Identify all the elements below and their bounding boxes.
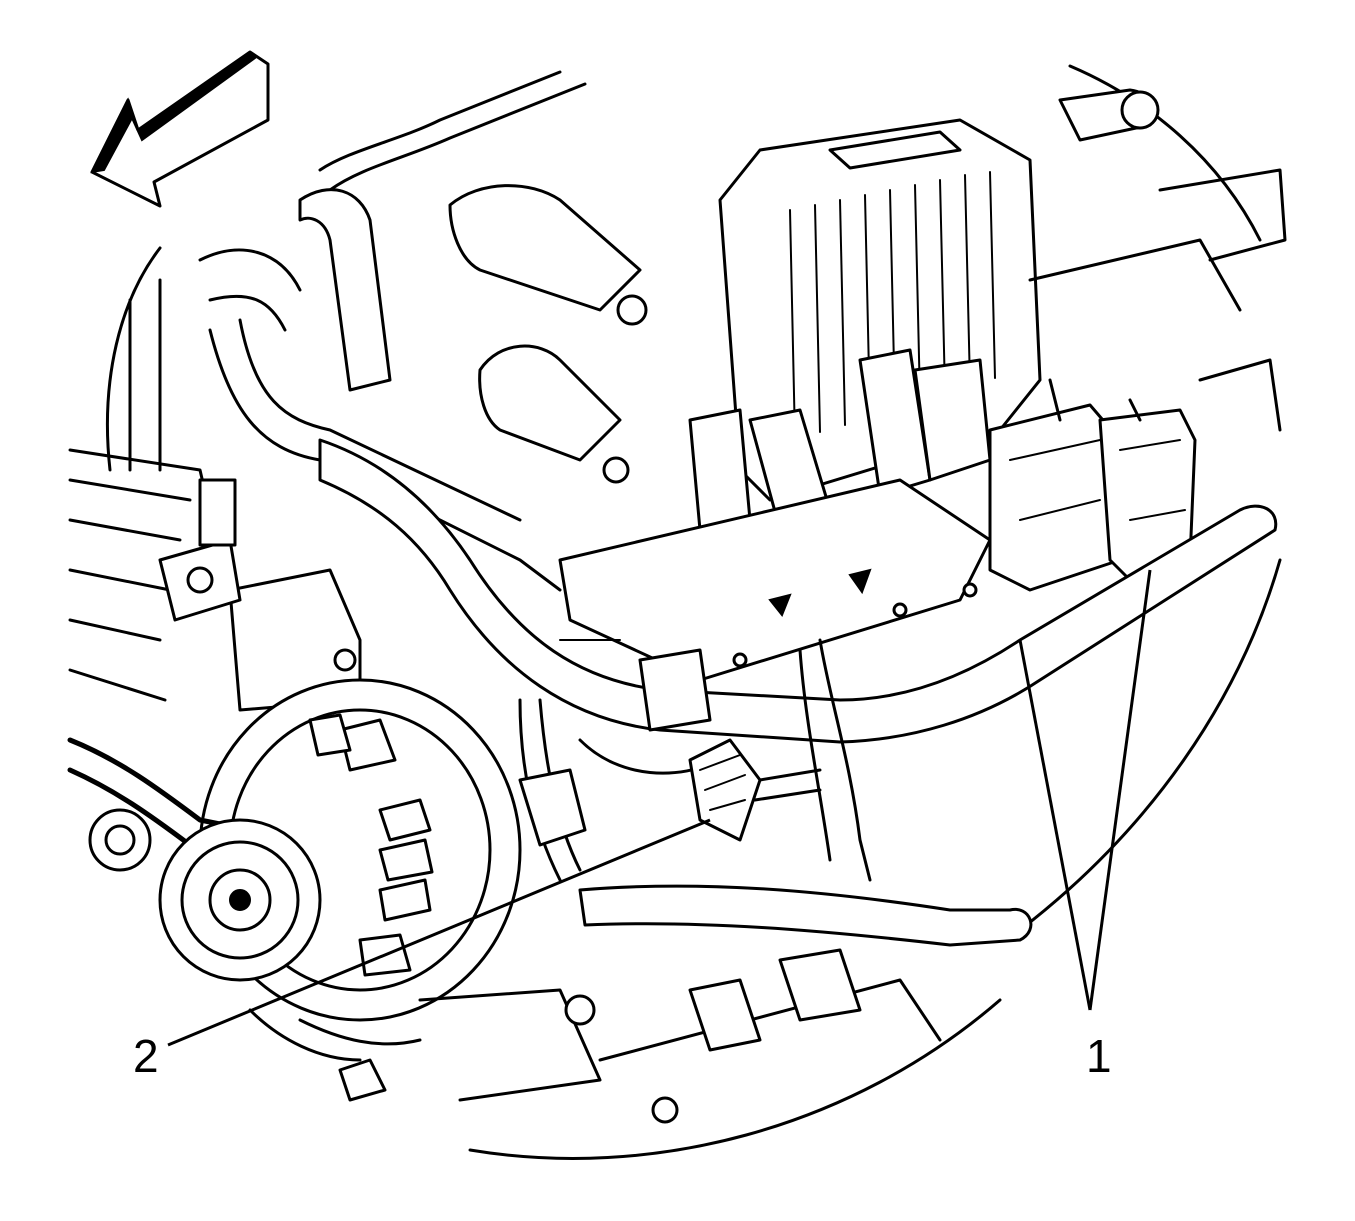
ecm-harness-connectors bbox=[988, 378, 1197, 592]
lower-engine-area bbox=[248, 948, 942, 1124]
ecm-bracket bbox=[558, 478, 992, 682]
pulley-and-belt bbox=[67, 737, 322, 982]
engine-control-module bbox=[688, 118, 1042, 532]
generator-connector bbox=[688, 738, 822, 842]
callout-1-leaders bbox=[1018, 569, 1152, 1011]
intake-duct bbox=[448, 184, 648, 484]
right-engine-parts bbox=[1028, 88, 1287, 432]
main-wiring-harness bbox=[318, 438, 1278, 775]
engine-block-left bbox=[68, 448, 242, 702]
front-arrow-icon bbox=[90, 50, 270, 208]
callout-2-label: 2 bbox=[133, 1030, 159, 1082]
callout-1-label: 1 bbox=[1086, 1030, 1112, 1082]
lower-harness-branches bbox=[518, 638, 1033, 947]
upper-hoses bbox=[128, 70, 587, 592]
cutaway-boundary bbox=[105, 64, 1282, 1160]
callout-2-leader bbox=[167, 818, 711, 1047]
